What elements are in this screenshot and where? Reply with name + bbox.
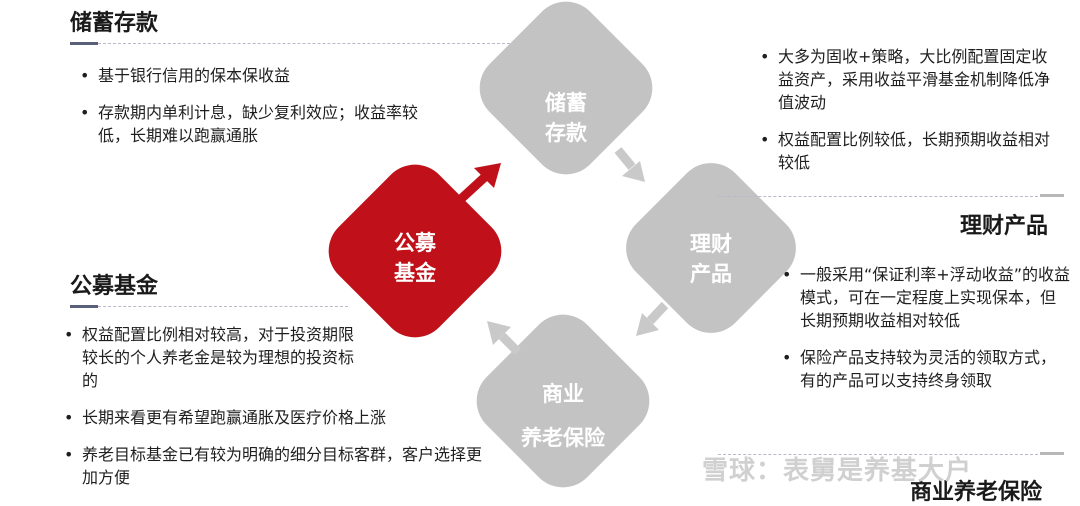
heading-fund-accent [70,305,98,308]
node-insurance-line2: 养老保险 [521,426,605,450]
wealth-bullet-1: 大多为固收+策略，大比例配置固定收益资产，采用收益平滑基金机制降低净值波动 [758,45,1058,114]
node-fund-label: 公募 基金 [365,228,465,288]
node-savings-line2: 存款 [545,121,587,145]
node-savings-label: 储蓄 存款 [516,88,616,148]
arrow-wealth-to-insurance-icon [636,301,669,336]
node-wealth-label: 理财 产品 [661,229,761,289]
node-wealth-line2: 产品 [690,262,732,286]
insurance-bullets: 一般采用“保证利率+浮动收益”的收益模式，可在一定程度上实现保本，但长期预期收益… [780,263,1070,406]
fund-bullets: 权益配置比例相对较高，对于投资期限较长的个人养老金是较为理想的投资标的 长期来看… [62,323,482,503]
heading-wealth-accent [1040,194,1064,197]
insurance-bullet-2: 保险产品支持较为灵活的领取方式，有的产品可以支持终身领取 [780,346,1070,392]
wealth-bullet-2: 权益配置比例较低，长期预期收益相对较低 [758,128,1058,174]
savings-bullets: 基于银行信用的保本保收益 存款期内单利计息，缺少复利效应；收益率较低，长期难以跑… [78,64,436,161]
heading-wealth: 理财产品 [960,214,1049,239]
savings-bullet-2: 存款期内单利计息，缺少复利效应；收益率较低，长期难以跑赢通胀 [78,101,436,147]
savings-bullet-1: 基于银行信用的保本保收益 [78,64,436,87]
node-fund-line2: 基金 [394,261,436,285]
insurance-bullet-1: 一般采用“保证利率+浮动收益”的收益模式，可在一定程度上实现保本，但长期预期收益… [780,263,1070,332]
heading-wealth-rule [718,196,1038,197]
node-fund-line1: 公募 [394,231,436,255]
heading-savings-accent [70,42,98,45]
arrow-fund-to-savings-icon [458,163,501,202]
watermark: 雪球：表舅是养基大户 [702,456,973,486]
heading-insurance: 商业养老保险 [910,480,1043,505]
node-insurance-label: 商业 养老保险 [500,372,626,460]
fund-bullet-3: 养老目标基金已有较为明确的细分目标客群，客户选择更加方便 [62,443,482,489]
heading-savings-rule [98,43,510,44]
fund-bullet-2: 长期来看更有希望跑赢通胀及医疗价格上涨 [62,406,502,429]
arrow-savings-to-wealth-icon [614,147,645,182]
node-savings-line1: 储蓄 [545,91,587,115]
wealth-bullets: 大多为固收+策略，大比例配置固定收益资产，采用收益平滑基金机制降低净值波动 权益… [758,45,1058,188]
heading-fund-rule [98,306,348,307]
heading-savings: 储蓄存款 [70,11,159,36]
heading-insurance-rule [718,454,1038,455]
fund-bullet-1: 权益配置比例相对较高，对于投资期限较长的个人养老金是较为理想的投资标的 [62,323,362,392]
heading-insurance-accent [1040,452,1064,455]
arrow-insurance-to-fund-icon [487,321,522,356]
heading-fund: 公募基金 [70,274,159,299]
node-wealth-line1: 理财 [690,232,732,256]
node-insurance-line1: 商业 [542,382,584,406]
